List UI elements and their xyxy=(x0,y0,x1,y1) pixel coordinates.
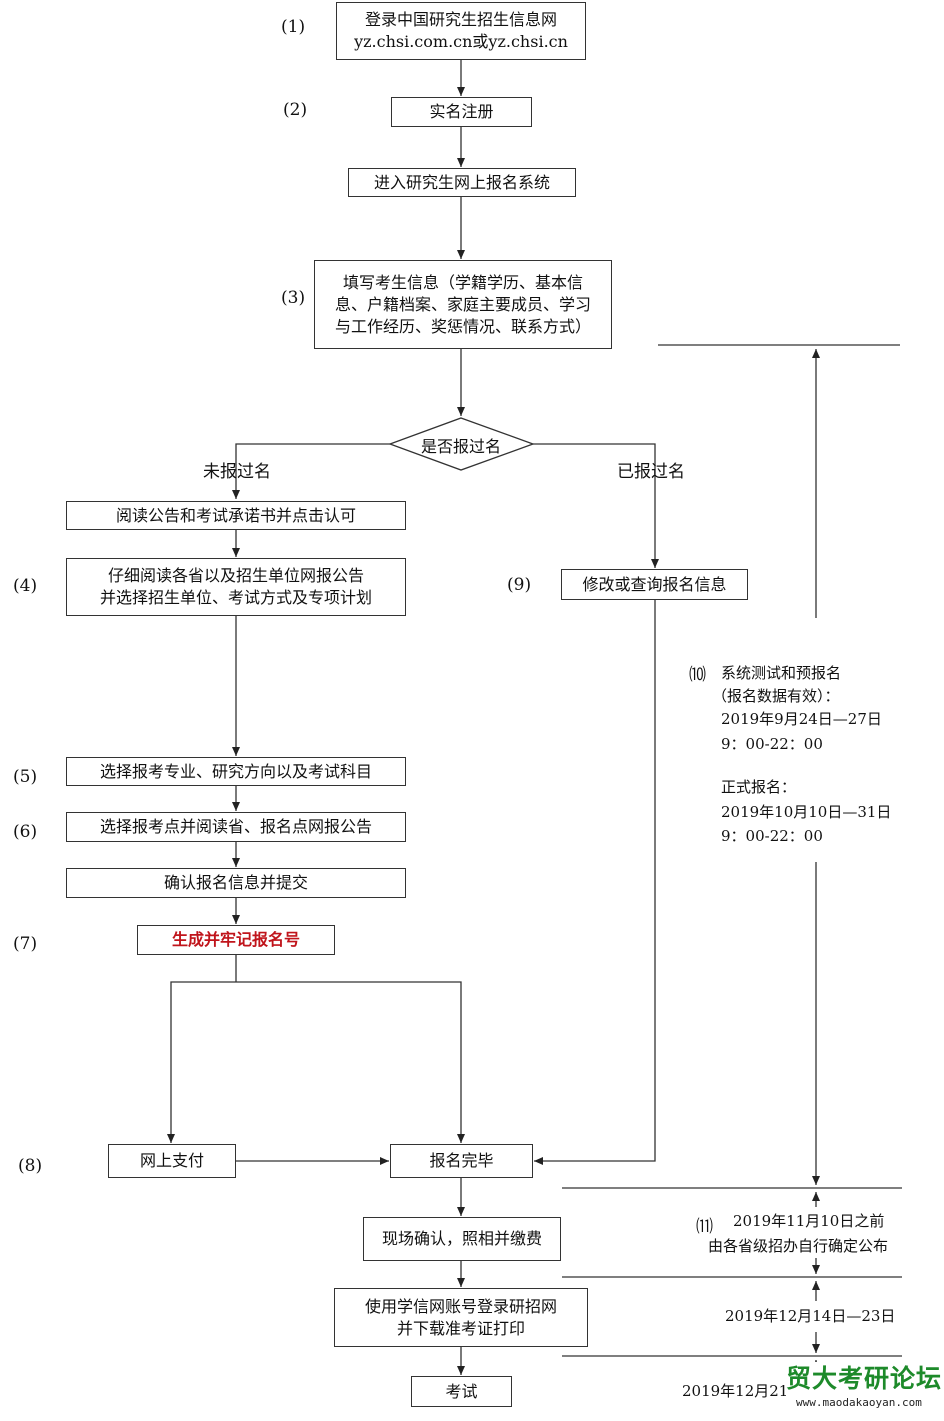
select-major-box: 选择报考专业、研究方向以及考试科目 xyxy=(66,757,406,786)
note-10-line-7: 9：00-22：00 xyxy=(721,827,823,845)
select-site-box: 选择报考点并阅读省、报名点网报公告 xyxy=(66,812,406,842)
fill-info-box: 填写考生信息（学籍学历、基本信息、户籍档案、家庭主要成员、学习与工作经历、奖惩情… xyxy=(314,260,612,349)
branch-left-line xyxy=(232,443,390,499)
branch-label-registered: 已报过名 xyxy=(617,462,685,482)
read-province-box: 仔细阅读各省以及招生单位网报公告并选择招生单位、考试方式及专项计划 xyxy=(66,558,406,616)
read-notice-box: 阅读公告和考试承诺书并点击认可 xyxy=(66,501,406,530)
decision-diamond xyxy=(388,417,535,471)
generate-number-box: 生成并牢记报名号 xyxy=(137,925,335,955)
decision-label: 是否报过名 xyxy=(420,437,501,456)
watermark-url: www.maodakaoyan.com xyxy=(796,1396,922,1409)
registration-done-box: 报名完毕 xyxy=(390,1144,533,1178)
branch-right-line xyxy=(533,443,659,568)
print-ticket-box: 使用学信网账号登录研招网并下载准考证打印 xyxy=(334,1288,588,1347)
branch-label-not-registered: 未报过名 xyxy=(203,462,271,482)
login-line-1: 登录中国研究生招生信息网 xyxy=(364,10,557,29)
fill-info-line-3: 与工作经历、奖惩情况、联系方式） xyxy=(334,316,591,336)
note-10-line-2: （报名数据有效）： xyxy=(712,687,840,705)
step-number-7: (7) xyxy=(13,934,38,954)
read-province-line-1: 仔细阅读各省以及招生单位网报公告 xyxy=(107,566,364,585)
online-payment-box: 网上支付 xyxy=(108,1144,236,1178)
confirm-submit-box: 确认报名信息并提交 xyxy=(66,868,406,898)
fill-info-line-2: 息、户籍档案、家庭主要成员、学习 xyxy=(334,294,591,314)
note-11-line-1: 2019年11月10日之前 xyxy=(733,1212,885,1230)
exam-box: 考试 xyxy=(411,1376,512,1407)
login-box: 登录中国研究生招生信息网 yz.chsi.com.cn或yz.chsi.cn xyxy=(336,2,586,60)
modify-query-box: 修改或查询报名信息 xyxy=(561,569,748,600)
step-number-5: (5) xyxy=(13,767,38,787)
note-10-line-3: 2019年9月24日—27日 xyxy=(721,710,882,728)
watermark-title: 贸大考研论坛 xyxy=(786,1364,943,1393)
step-number-6: (6) xyxy=(13,822,38,842)
note-10-line-5: 正式报名： xyxy=(721,778,797,796)
register-box: 实名注册 xyxy=(391,97,532,127)
fill-info-line-1: 填写考生信息（学籍学历、基本信 xyxy=(342,272,583,292)
exam-date-note: 2019年12月21 xyxy=(682,1382,789,1400)
login-line-2: yz.chsi.com.cn或yz.chsi.cn xyxy=(354,32,568,51)
arrow-modify-done xyxy=(534,600,656,1165)
print-ticket-line-2: 并下载准考证打印 xyxy=(396,1318,525,1338)
step-number-11: ⑾ xyxy=(696,1217,713,1237)
step-number-4: (4) xyxy=(13,576,38,596)
print-dates-note: 2019年12月14日—23日 xyxy=(725,1307,896,1325)
enter-system-box: 进入研究生网上报名系统 xyxy=(348,168,576,197)
print-ticket-line-1: 使用学信网账号登录研招网 xyxy=(364,1296,557,1316)
note-10-line-6: 2019年10月10日—31日 xyxy=(721,803,892,821)
step-number-9: (9) xyxy=(507,575,532,595)
arrow-generate-payment xyxy=(167,981,236,1143)
note-11-line-2: 由各省级招办自行确定公布 xyxy=(708,1237,889,1255)
watermark: 贸大考研论坛 www.maodakaoyan.com xyxy=(786,1362,944,1409)
step-number-3: (3) xyxy=(281,288,306,308)
step-number-2: (2) xyxy=(283,100,308,120)
step-number-1: (1) xyxy=(281,17,306,37)
note-10-line-4: 9：00-22：00 xyxy=(721,735,823,753)
onsite-confirm-box: 现场确认，照相并缴费 xyxy=(363,1217,561,1261)
read-province-line-2: 并选择招生单位、考试方式及专项计划 xyxy=(99,588,372,607)
arrow-generate-done xyxy=(236,981,465,1143)
step-number-10: ⑽ xyxy=(689,665,706,685)
note-10-line-1: 系统测试和预报名 xyxy=(721,664,842,682)
step-number-8: (8) xyxy=(18,1156,43,1176)
